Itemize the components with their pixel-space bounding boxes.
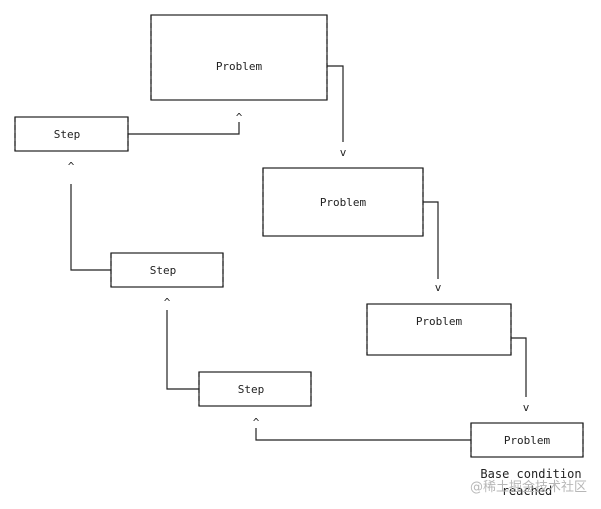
base-condition-line2: reached bbox=[502, 484, 553, 498]
connector-problem4-to-step3 bbox=[255, 428, 471, 441]
step-box-1: Step bbox=[14, 116, 129, 152]
problem-box-3: Problem bbox=[366, 303, 512, 356]
connector-step2-to-step1 bbox=[70, 184, 111, 271]
problem-label-1: Problem bbox=[216, 60, 263, 73]
arrow-up-2: ^ bbox=[68, 160, 75, 173]
base-condition-line1: Base condition bbox=[480, 467, 581, 481]
problem-label-4: Problem bbox=[504, 434, 551, 447]
connector-problem3-to-problem4 bbox=[511, 337, 527, 397]
problem-label-3: Problem bbox=[416, 315, 463, 328]
base-condition-note: Base condition reached bbox=[480, 467, 581, 498]
step-label-1: Step bbox=[54, 128, 81, 141]
connector-problem1-to-problem2 bbox=[327, 65, 344, 142]
step-box-2: Step bbox=[110, 252, 224, 288]
arrow-up-1: ^ bbox=[236, 111, 243, 124]
arrow-heads: v v v ^ ^ ^ ^ bbox=[68, 111, 530, 429]
arrow-down-2: v bbox=[435, 281, 442, 294]
connectors bbox=[70, 65, 527, 441]
arrow-down-1: v bbox=[340, 146, 347, 159]
connector-problem2-to-problem3 bbox=[423, 201, 439, 279]
problem-label-2: Problem bbox=[320, 196, 367, 209]
connector-step1-to-problem1 bbox=[128, 122, 240, 135]
watermark: @稀土掘金技术社区 bbox=[470, 479, 587, 495]
problem-box-4: Problem bbox=[470, 422, 584, 458]
arrow-up-4: ^ bbox=[253, 416, 260, 429]
arrow-down-3: v bbox=[523, 401, 530, 414]
step-box-3: Step bbox=[198, 371, 312, 407]
problem-box-2: Problem bbox=[262, 167, 424, 237]
step-label-3: Step bbox=[238, 383, 265, 396]
arrow-up-3: ^ bbox=[164, 296, 171, 309]
step-label-2: Step bbox=[150, 264, 177, 277]
problem-box-1: Problem bbox=[150, 14, 328, 101]
connector-step3-to-step2 bbox=[166, 310, 199, 390]
